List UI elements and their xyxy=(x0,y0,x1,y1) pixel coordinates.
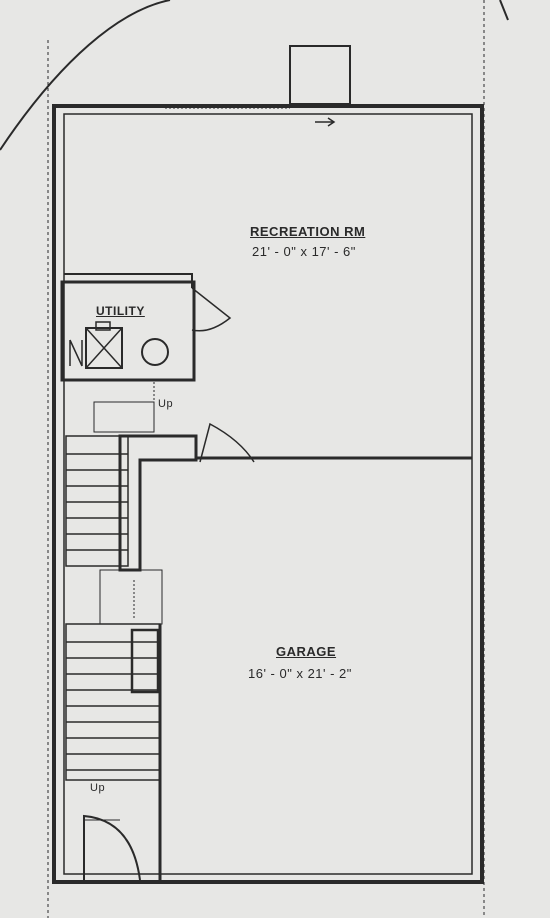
water-heater xyxy=(85,327,123,369)
recreation-room-dimensions: 21' - 0" x 17' - 6" xyxy=(252,244,356,259)
panel-symbol xyxy=(69,339,83,367)
stair-treads-upper xyxy=(66,453,128,551)
utility-room-name: UTILITY xyxy=(96,304,145,318)
exterior-wall-outer xyxy=(52,104,484,884)
stair-up-label-lower: Up xyxy=(90,782,106,794)
stair-upper-outline xyxy=(93,401,155,433)
chimney xyxy=(289,45,351,105)
stair-treads-lower xyxy=(66,641,160,771)
utility-door xyxy=(191,287,232,332)
stair-upper xyxy=(65,435,129,567)
exterior-wall-inner xyxy=(63,113,473,875)
recreation-room-name: RECREATION RM xyxy=(250,224,366,239)
recreation-door xyxy=(199,422,255,463)
garage-name: GARAGE xyxy=(276,644,337,659)
stair-rail xyxy=(130,628,160,694)
landing-wall xyxy=(118,434,198,572)
window-arrow xyxy=(315,117,336,127)
stair-up-label-upper: Up xyxy=(158,398,174,410)
furnace xyxy=(141,338,169,366)
arc-line xyxy=(0,0,171,151)
stair-lower xyxy=(65,623,161,781)
garage-dimensions: 16' - 0" x 21' - 2" xyxy=(248,666,352,681)
entry-door xyxy=(83,814,141,881)
guide-line-right-outer xyxy=(499,0,509,21)
landing xyxy=(99,569,163,625)
